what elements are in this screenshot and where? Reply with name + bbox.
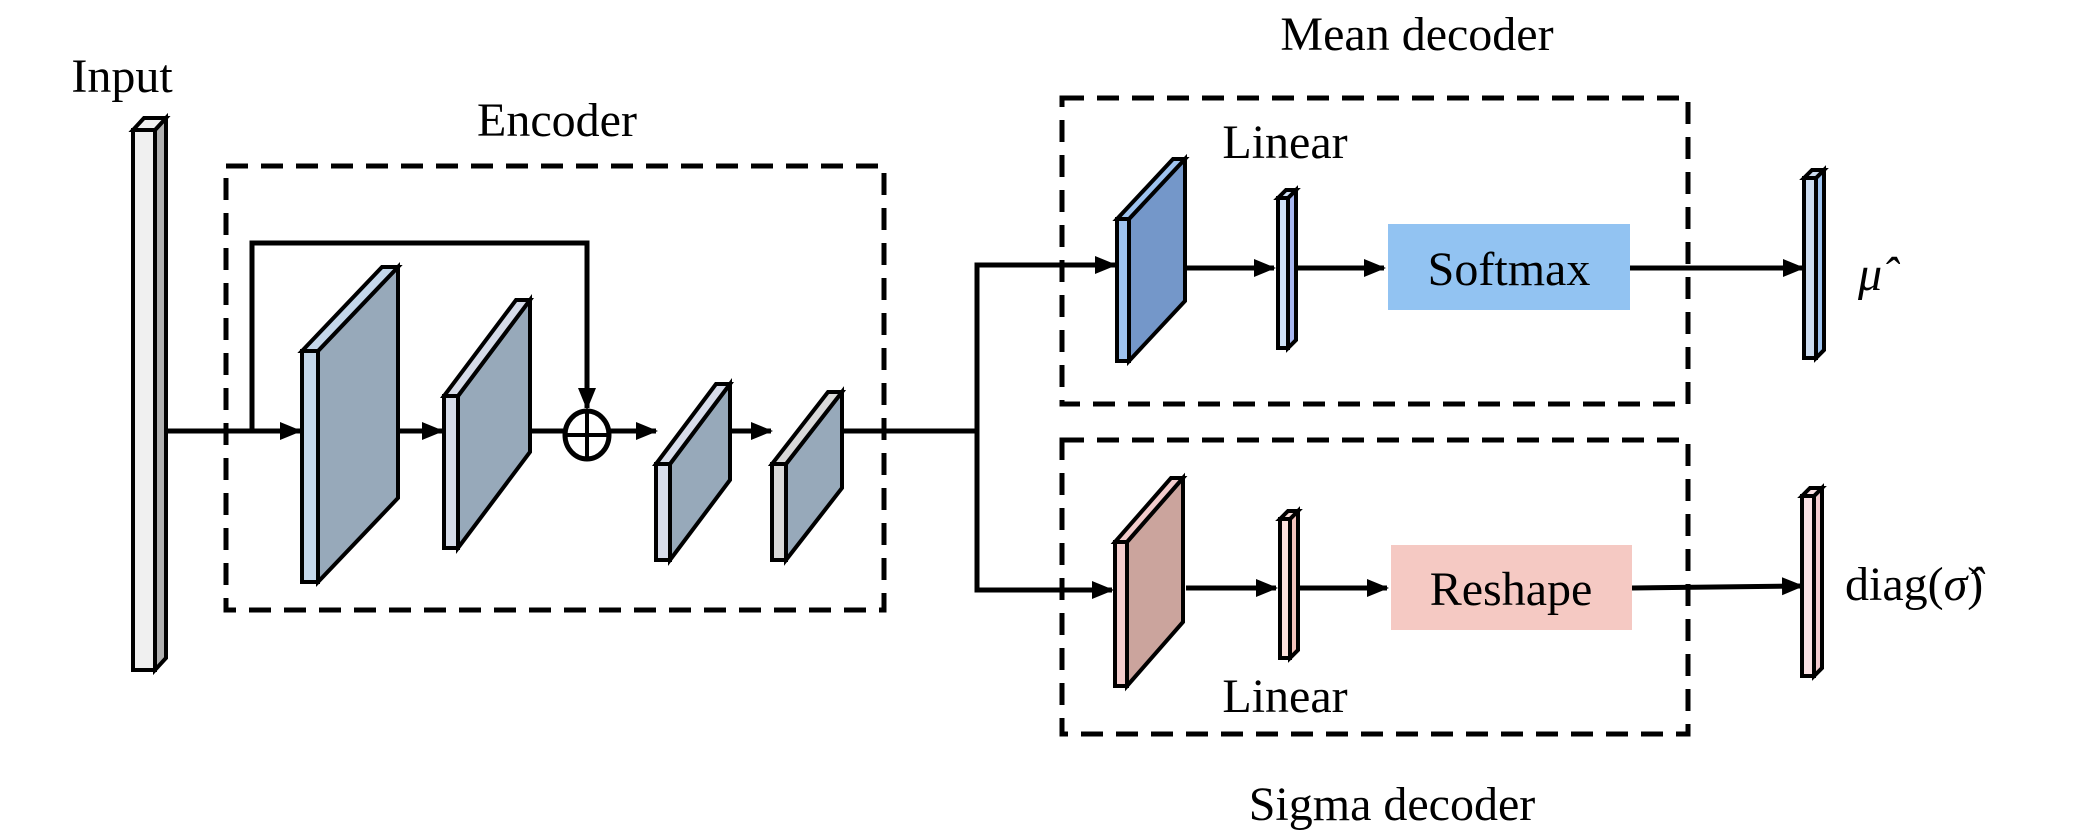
connections xyxy=(166,240,1805,599)
reshape-box xyxy=(1391,545,1632,630)
mean-decoder-group-box xyxy=(1059,95,1691,407)
skip-connection xyxy=(249,240,596,431)
sigma-output-block xyxy=(1797,483,1827,681)
sigma-decoder-label: Sigma decoder xyxy=(1249,778,1536,831)
encoder-block-3 xyxy=(652,378,734,566)
input-block xyxy=(128,112,171,676)
mean-linear-block xyxy=(1273,185,1301,353)
mean-decoder-label: Mean decoder xyxy=(1280,8,1553,61)
softmax-label: Softmax xyxy=(1428,243,1591,296)
encoder-group-box xyxy=(223,163,887,613)
softmax-box xyxy=(1388,224,1630,310)
input-label: Input xyxy=(71,50,173,103)
add-operation-icon xyxy=(562,408,612,462)
diag-sigma-label: diag(σ̂) xyxy=(1845,558,1985,611)
branch-sigma xyxy=(974,431,1114,599)
arrow-reshape-to-diag xyxy=(1631,577,1804,596)
encoder-block-1 xyxy=(297,262,403,587)
encoder-block-4 xyxy=(767,386,847,566)
branch-mean xyxy=(974,256,1117,431)
mu-output-block xyxy=(1799,165,1829,363)
reshape-label: Reshape xyxy=(1430,563,1593,616)
encoder-block-2 xyxy=(440,294,534,554)
linear-mean-label: Linear xyxy=(1222,116,1347,169)
diag-prefix: diag( xyxy=(1845,558,1944,611)
mean-decoder-conv-block xyxy=(1112,153,1190,367)
linear-sigma-label: Linear xyxy=(1222,670,1347,723)
encoder-label: Encoder xyxy=(477,94,637,147)
sigma-decoder-conv-block xyxy=(1110,472,1188,692)
mu-hat-label: μ̂ xyxy=(1857,248,1900,301)
sigma-linear-block xyxy=(1275,506,1303,663)
diag-suffix: ) xyxy=(1967,558,1983,611)
